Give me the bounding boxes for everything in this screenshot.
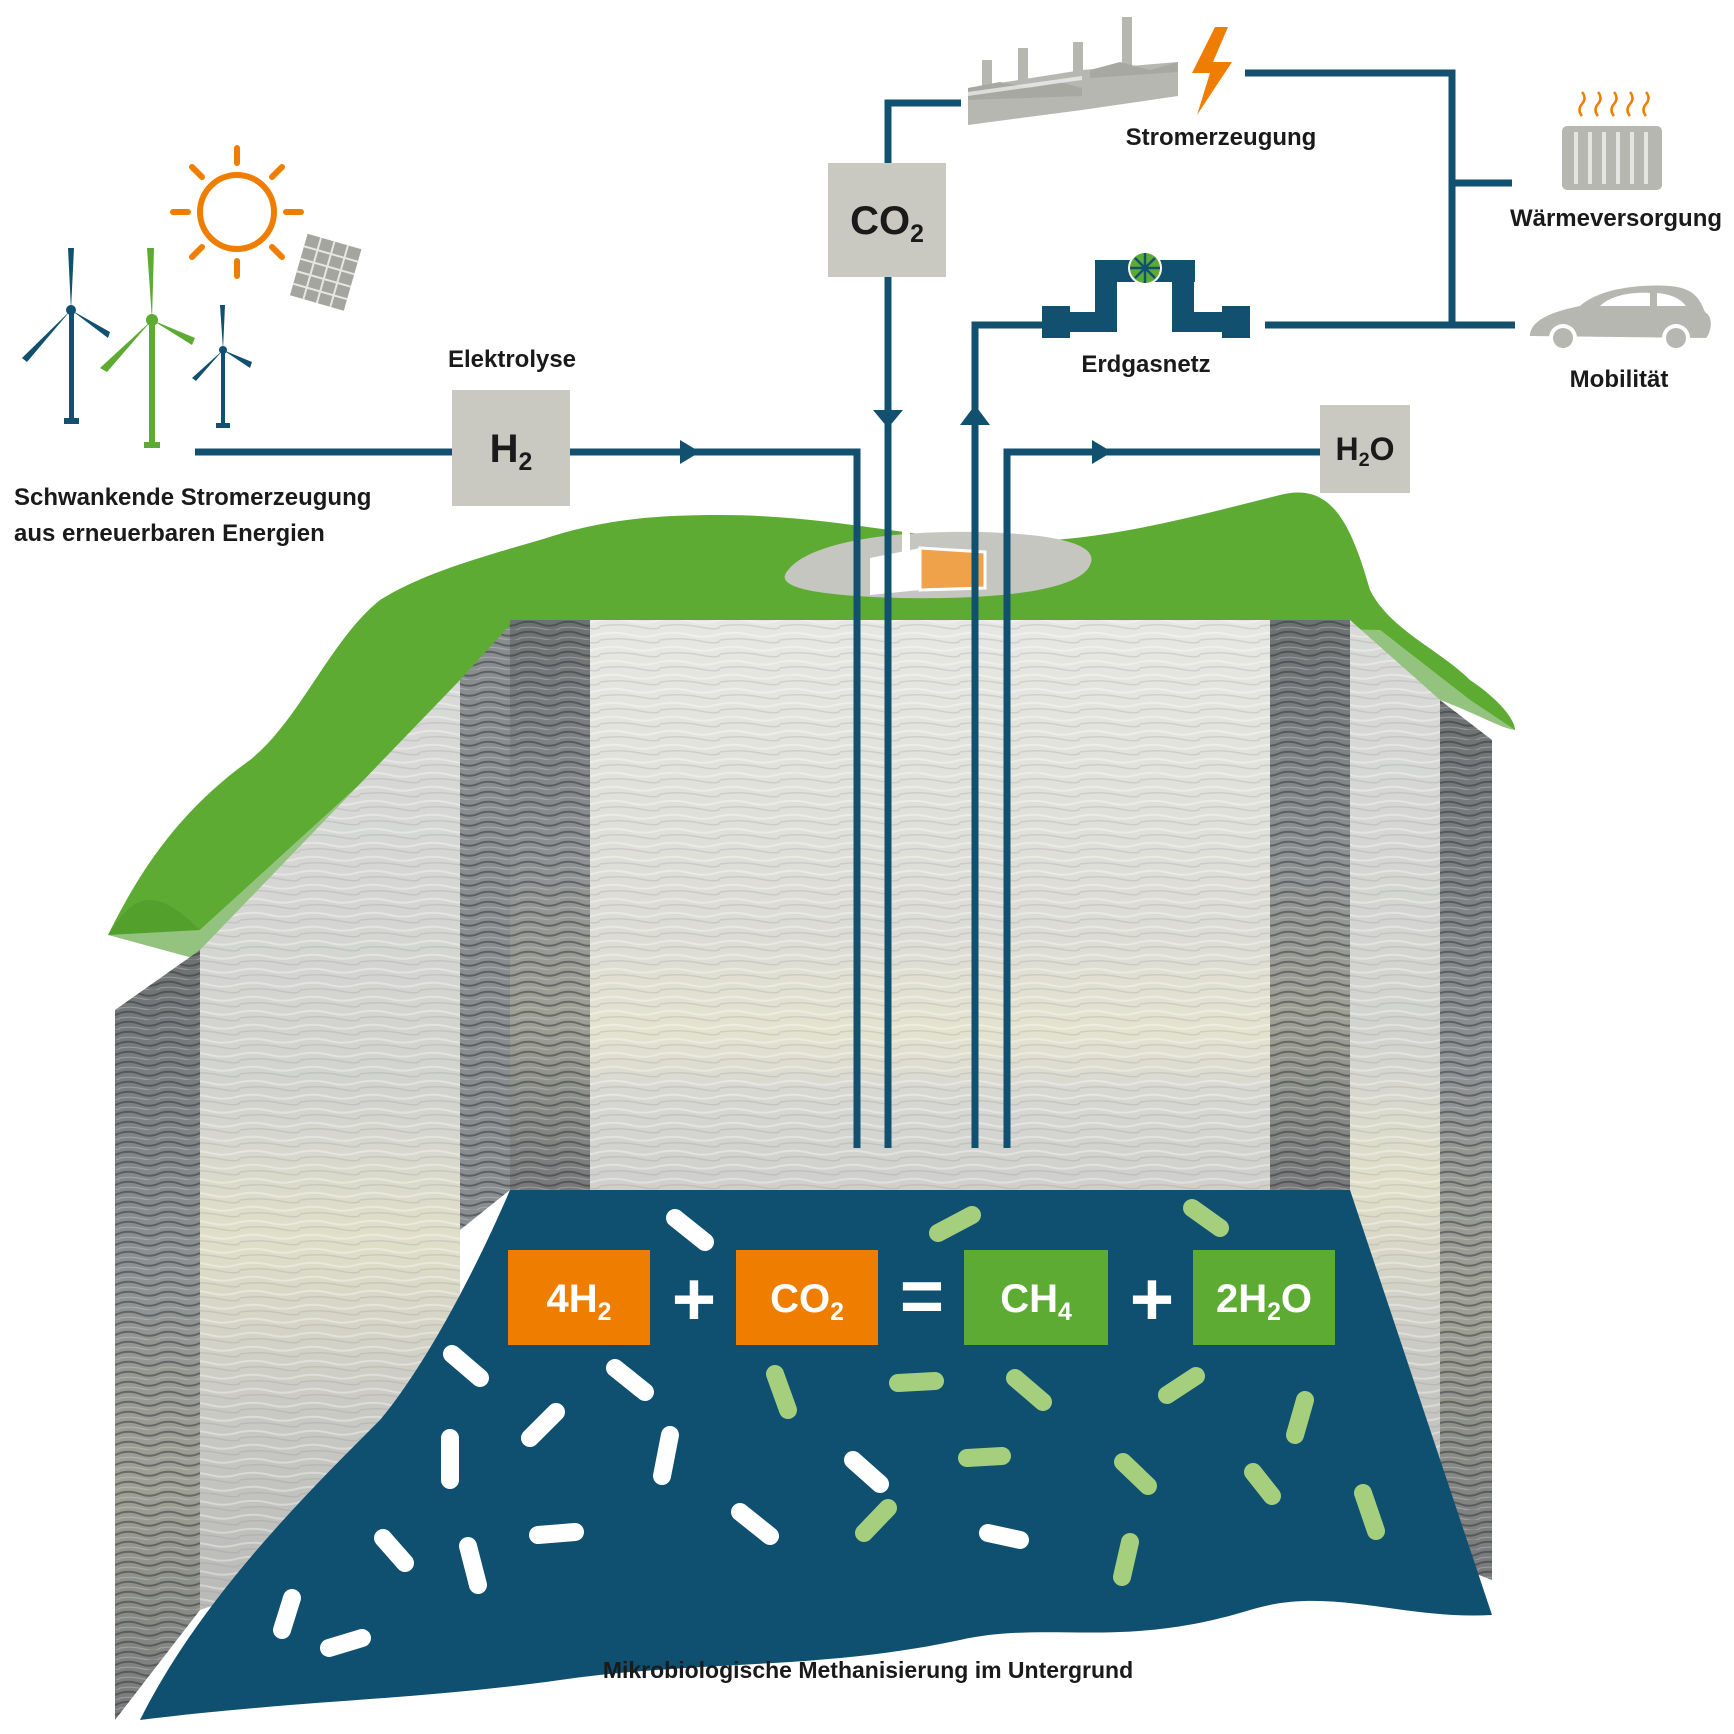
radiator-icon [1562, 91, 1662, 190]
eq-term3-sub: 4 [1058, 1299, 1072, 1326]
mobility-label: Mobilität [1570, 366, 1669, 393]
svg-text:CH4: CH4 [1000, 1277, 1072, 1326]
svg-text:2H2O: 2H2O [1216, 1277, 1312, 1326]
svg-text:H2: H2 [490, 427, 533, 476]
arrow-h2-right [680, 440, 700, 464]
source-label-line2: aus erneuerbaren Energien [14, 520, 325, 547]
grass-surface [108, 492, 1515, 935]
solar-panel-icon [289, 233, 362, 311]
eq-term-2h2o: 2H2O [1193, 1250, 1335, 1345]
svg-text:H2O: H2O [1335, 431, 1394, 471]
reaction-equation: 4H2 + CO2 = CH4 + 2H2O [508, 1250, 1335, 1345]
microbes-green [766, 1199, 1385, 1586]
eq-term1-sub: 2 [598, 1299, 612, 1326]
power-label: Stromerzeugung [1126, 124, 1317, 151]
svg-text:CO2: CO2 [770, 1277, 844, 1326]
microbes-white [273, 1209, 1029, 1657]
eq-plus-2: + [1130, 1257, 1174, 1342]
eq-term4-pre: 2H [1216, 1277, 1267, 1321]
arrow-ch4-up [960, 405, 990, 425]
caption-label: Mikrobiologische Methanisierung im Unter… [603, 1657, 1133, 1683]
co2-box: CO2 [828, 163, 946, 277]
wellhead-icon [870, 522, 987, 595]
eq-term4-sub: 2 [1267, 1299, 1281, 1326]
eq-term4-post: O [1281, 1277, 1312, 1321]
h2o-box: H2O [1320, 405, 1410, 493]
pipe-network [195, 69, 1515, 1148]
gas-pipeline-icon [1042, 251, 1250, 338]
gas-grid-label: Erdgasnetz [1081, 351, 1210, 378]
electrolysis-label: Elektrolyse [448, 346, 576, 373]
h2-box-sub: 2 [519, 449, 533, 476]
arrow-h2o-right [1092, 440, 1112, 464]
eq-equals: = [900, 1254, 944, 1339]
source-label-line1: Schwankende Stromerzeugung [14, 484, 371, 511]
h2-box: H2 [452, 390, 570, 506]
wind-turbine-icon [22, 248, 252, 448]
sun-icon [170, 145, 304, 279]
arrow-co2-down [873, 410, 903, 428]
source-label: Schwankende Stromerzeugung aus erneuerba… [14, 484, 378, 547]
car-icon [1530, 285, 1711, 352]
eq-term1-main: 4H [547, 1277, 598, 1321]
h2o-box-pre: H [1335, 431, 1358, 467]
h2o-box-sub: 2 [1359, 449, 1370, 471]
h2o-box-post: O [1370, 431, 1395, 467]
heat-label: Wärmeversorgung [1510, 205, 1722, 232]
eq-term2-main: CO [770, 1277, 830, 1321]
svg-text:4H2: 4H2 [547, 1277, 612, 1326]
flow-arrows [680, 405, 1112, 464]
eq-term3-main: CH [1000, 1277, 1058, 1321]
co2-box-sub: 2 [910, 221, 924, 248]
ground-block [108, 492, 1515, 1720]
co2-box-main: CO [850, 199, 910, 243]
eq-term-4h2: 4H2 [508, 1250, 650, 1345]
eq-term2-sub: 2 [830, 1299, 844, 1326]
svg-text:CO2: CO2 [850, 199, 924, 248]
h2-box-main: H [490, 427, 519, 471]
factory-icon [968, 17, 1178, 125]
eq-term-co2: CO2 [736, 1250, 878, 1345]
eq-plus-1: + [672, 1257, 716, 1342]
eq-term-ch4: CH4 [964, 1250, 1108, 1345]
lightning-icon [1192, 27, 1232, 115]
